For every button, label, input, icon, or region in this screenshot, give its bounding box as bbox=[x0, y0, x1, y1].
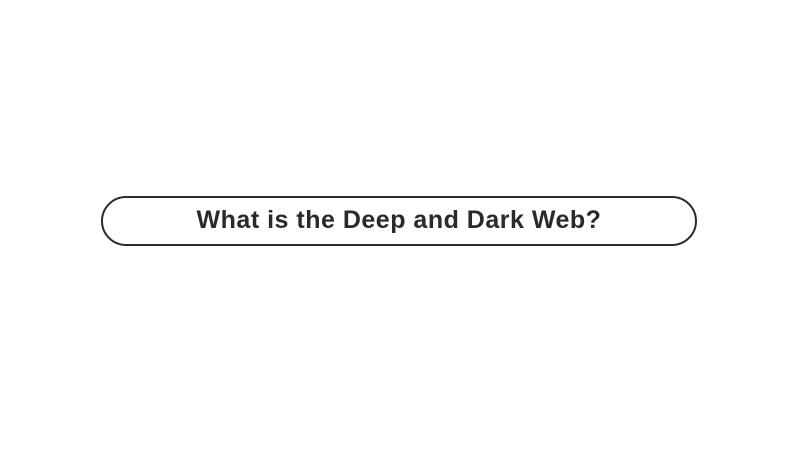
title-text: What is the Deep and Dark Web? bbox=[196, 205, 602, 234]
title-pill: What is the Deep and Dark Web? bbox=[101, 196, 697, 246]
